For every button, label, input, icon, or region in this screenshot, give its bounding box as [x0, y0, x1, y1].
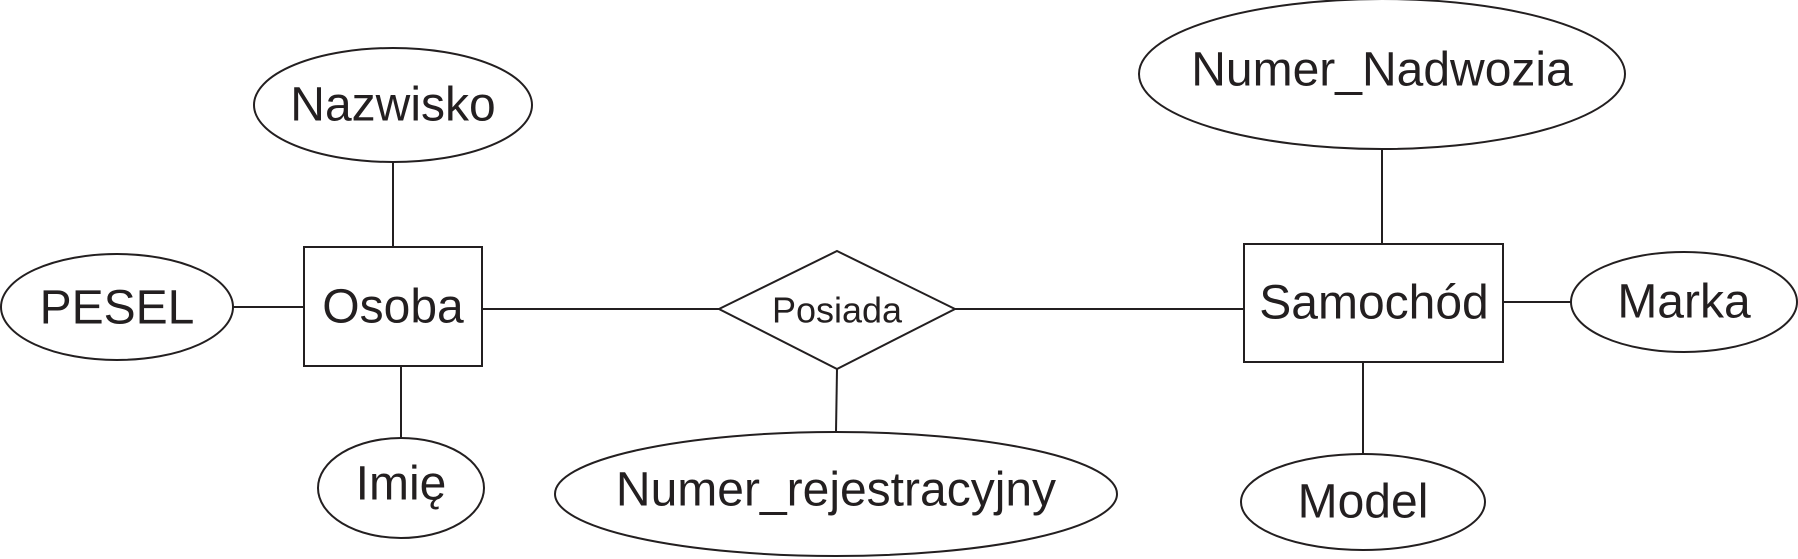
attribute-numer-rejestracyjny: Numer_rejestracyjny [554, 431, 1118, 557]
attribute-numer-nadwozia-label: Numer_Nadwozia [1191, 44, 1573, 97]
attribute-marka-label: Marka [1617, 276, 1751, 329]
attribute-nazwisko: Nazwisko [253, 47, 533, 163]
entity-osoba-label: Osoba [322, 281, 464, 334]
attribute-marka: Marka [1570, 251, 1798, 353]
edge-posiada-numer-rejestracyjny [835, 368, 838, 433]
attribute-model: Model [1240, 453, 1486, 551]
entity-samochod: Samochód [1243, 243, 1504, 363]
relationship-posiada: Posiada [716, 249, 958, 371]
entity-osoba: Osoba [303, 246, 483, 367]
attribute-imie: Imię [317, 437, 485, 539]
entity-samochod-label: Samochód [1259, 277, 1488, 330]
attribute-numer-rejestracyjny-label: Numer_rejestracyjny [616, 464, 1056, 517]
connectors [233, 149, 1571, 456]
attribute-imie-label: Imię [356, 458, 447, 511]
attribute-pesel: PESEL [0, 253, 234, 361]
attribute-numer-nadwozia: Numer_Nadwozia [1138, 0, 1626, 150]
attribute-nazwisko-label: Nazwisko [290, 79, 495, 132]
attribute-pesel-label: PESEL [40, 282, 195, 335]
relationship-posiada-label: Posiada [772, 290, 903, 331]
attribute-model-label: Model [1298, 476, 1429, 529]
